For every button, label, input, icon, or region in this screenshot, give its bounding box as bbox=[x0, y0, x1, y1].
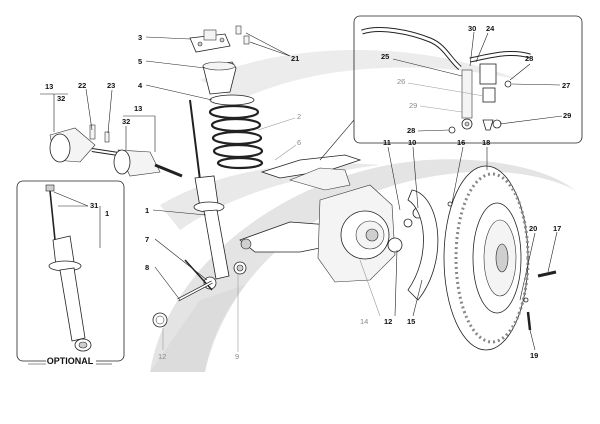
label-12-left: 12 bbox=[158, 352, 166, 361]
label-5: 5 bbox=[138, 57, 142, 66]
hub-carrier bbox=[317, 184, 424, 283]
label-21: 21 bbox=[291, 54, 299, 63]
coil-spring bbox=[208, 94, 264, 170]
label-29-right: 29 bbox=[563, 111, 571, 120]
label-1-main: 1 bbox=[145, 206, 149, 215]
drive-shaft bbox=[49, 124, 183, 178]
label-15: 15 bbox=[407, 317, 415, 326]
label-10: 10 bbox=[408, 138, 416, 147]
optional-inset: OPTIONAL bbox=[16, 180, 125, 366]
label-19: 19 bbox=[530, 351, 538, 360]
small-fixings bbox=[152, 201, 557, 331]
dust-shield bbox=[407, 189, 439, 301]
label-27: 27 bbox=[562, 81, 570, 90]
label-26: 26 bbox=[397, 77, 405, 86]
label-24: 24 bbox=[486, 24, 495, 33]
label-11: 11 bbox=[383, 138, 391, 147]
stabiliser-inset bbox=[353, 15, 583, 144]
label-12-right: 12 bbox=[384, 317, 392, 326]
label-30: 30 bbox=[468, 24, 476, 33]
top-mount bbox=[189, 25, 250, 53]
label-8: 8 bbox=[145, 263, 149, 272]
label-6: 6 bbox=[297, 138, 301, 147]
upper-wishbone bbox=[260, 154, 362, 191]
brake-disc bbox=[443, 165, 530, 351]
label-28-bottom: 28 bbox=[407, 126, 415, 135]
label-23: 23 bbox=[107, 81, 115, 90]
label-25: 25 bbox=[381, 52, 389, 61]
lower-wishbone bbox=[177, 221, 336, 302]
label-31: 31 bbox=[90, 201, 98, 210]
label-32-left: 32 bbox=[57, 94, 65, 103]
label-22: 22 bbox=[78, 81, 86, 90]
label-9: 9 bbox=[235, 352, 239, 361]
label-17: 17 bbox=[553, 224, 561, 233]
label-2: 2 bbox=[297, 112, 301, 121]
label-4: 4 bbox=[138, 81, 143, 90]
label-16: 16 bbox=[457, 138, 465, 147]
label-29-left: 29 bbox=[409, 101, 417, 110]
label-32-right: 32 bbox=[122, 117, 130, 126]
label-18: 18 bbox=[482, 138, 490, 147]
label-13-left: 13 bbox=[45, 82, 53, 91]
optional-caption: OPTIONAL bbox=[47, 356, 94, 366]
label-14: 14 bbox=[360, 317, 368, 326]
label-28-top: 28 bbox=[525, 54, 533, 63]
label-1-inset: 1 bbox=[105, 209, 109, 218]
label-3: 3 bbox=[138, 33, 142, 42]
label-20: 20 bbox=[529, 224, 537, 233]
label-7: 7 bbox=[145, 235, 149, 244]
leader-lines bbox=[40, 31, 563, 352]
bump-stop bbox=[202, 61, 237, 95]
inset-shock-absorber bbox=[45, 184, 92, 352]
part-labels: 3 21 5 4 2 6 13 32 22 23 13 32 31 1 1 7 … bbox=[45, 24, 571, 361]
label-13-right: 13 bbox=[134, 104, 142, 113]
